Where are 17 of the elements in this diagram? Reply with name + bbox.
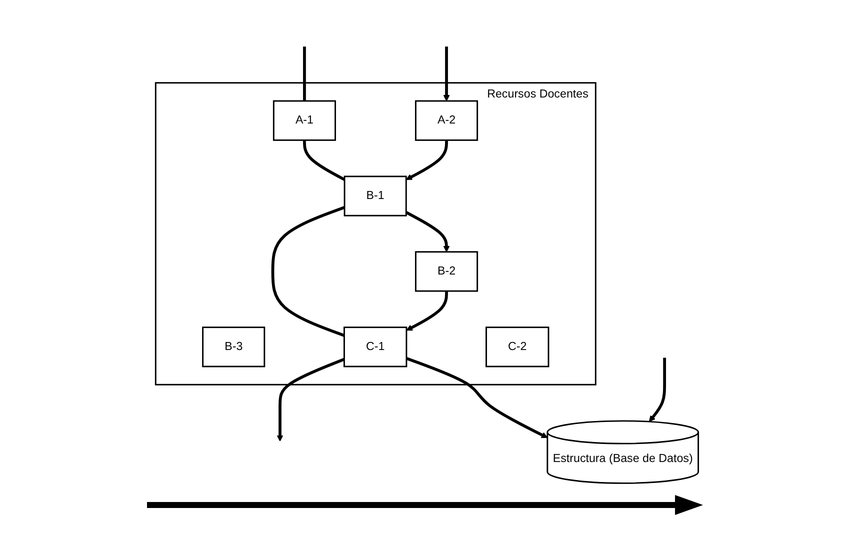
connector [271, 205, 346, 336]
node-box: B-2 [415, 250, 478, 292]
arrow [276, 357, 345, 441]
node-box: C-1 [344, 326, 408, 367]
arrow [405, 210, 450, 252]
node-box: B-1 [344, 175, 407, 216]
arrow [443, 46, 450, 101]
arrow [406, 140, 448, 180]
arrow [406, 290, 448, 330]
node-box: B-3 [202, 326, 266, 367]
node-box: C-2 [486, 326, 550, 367]
connector [303, 140, 346, 180]
connector [303, 46, 306, 100]
arrow [406, 356, 548, 438]
node-box: A-1 [272, 100, 336, 140]
arrow [648, 357, 666, 422]
node-box: A-2 [415, 100, 478, 140]
